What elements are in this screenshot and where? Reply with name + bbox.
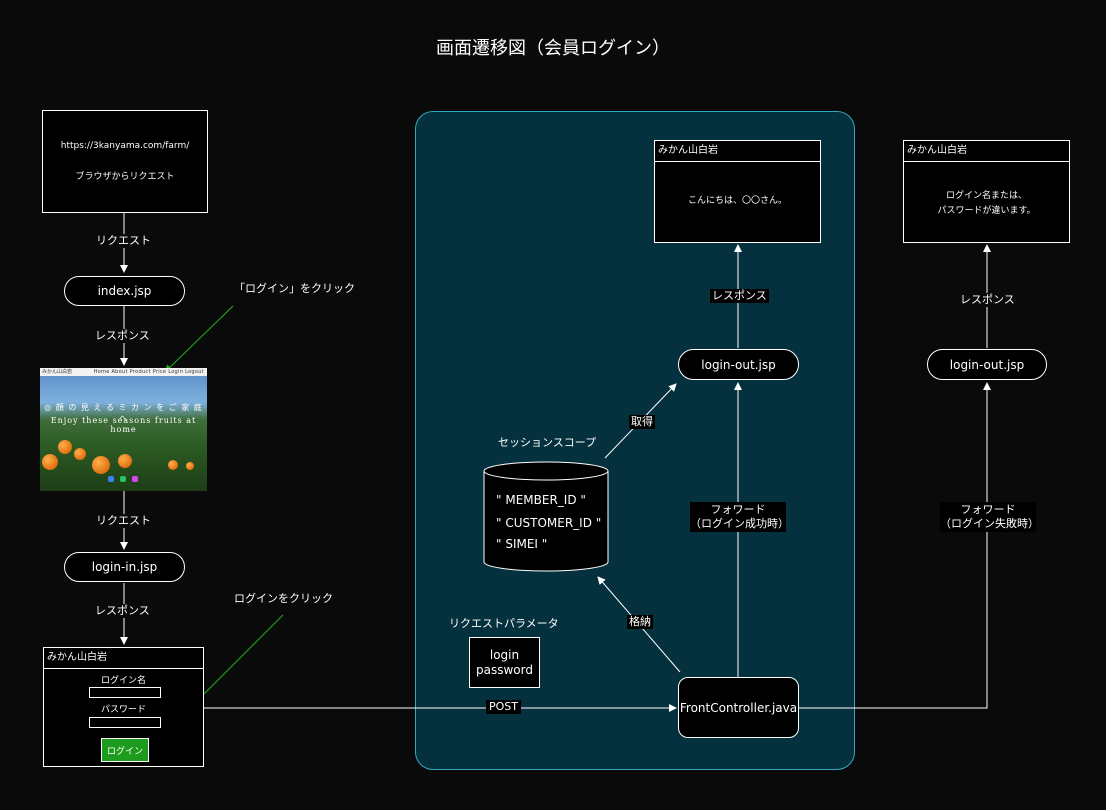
annotation-arrow-header [164, 305, 234, 373]
label-forward-success-line1: フォワード [710, 503, 766, 516]
success-message: こんにちは、〇〇さん。 [687, 196, 787, 206]
homepage-site-name: みかん山白岩 [42, 369, 73, 375]
node-login-out-jsp-success[interactable]: login-out.jsp [678, 349, 799, 380]
session-item-customer-id: " CUSTOMER_ID " [496, 516, 602, 530]
orange-fruit [118, 454, 132, 468]
label-get: 取得 [629, 415, 655, 429]
twitter-icon[interactable] [108, 476, 114, 482]
success-screen: みかん山白岩 こんにちは、〇〇さん。 [654, 140, 821, 243]
edge-frontcontroller-to-fail [798, 382, 991, 709]
login-form-screen: みかん山白岩 ログイン名 パスワード ログイン [43, 647, 204, 767]
label-forward-fail: フォワード （ログイン失敗時） [940, 502, 1039, 532]
line-icon[interactable] [120, 476, 126, 482]
homepage-preview[interactable]: みかん山白岩 Home About Product Price Login Lo… [40, 368, 207, 491]
password-input[interactable] [89, 717, 161, 728]
fail-screen: みかん山白岩 ログイン名または、 パスワードが違います。 [903, 140, 1070, 243]
homepage-nav: みかん山白岩 Home About Product Price Login Lo… [40, 368, 207, 376]
browser-caption: ブラウザからリクエスト [75, 172, 175, 182]
diagram-title: 画面遷移図（会員ログイン） [436, 38, 670, 59]
label-forward-fail-line1: フォワード [960, 503, 1016, 516]
fail-message-line1: ログイン名または、 [945, 191, 1027, 201]
label-forward-success-line2: （ログイン成功時） [690, 517, 789, 530]
login-submit-button[interactable]: ログイン [101, 738, 149, 762]
browser-request-box: https://3kanyama.com/farm/ ブラウザからリクエスト [42, 110, 208, 213]
node-login-out-jsp-fail[interactable]: login-out.jsp [927, 349, 1047, 380]
annotation-click-login-button: ログインをクリック [234, 592, 333, 606]
label-post: POST [486, 700, 521, 714]
request-param-login: login [489, 647, 520, 662]
session-scope-cylinder [483, 461, 609, 572]
node-frontcontroller-java[interactable]: FrontController.java [678, 677, 799, 738]
label-response-2: レスポンス [95, 604, 150, 618]
request-param-password: password [476, 662, 533, 677]
fail-screen-site-name: みかん山白岩 [904, 141, 1069, 162]
session-item-member-id: " MEMBER_ID " [496, 493, 586, 507]
orange-fruit [186, 462, 194, 470]
label-response-fail: レスポンス [960, 293, 1015, 307]
request-params-box: login password [469, 637, 540, 688]
request-params-label: リクエストパラメータ [449, 617, 559, 630]
orange-fruit [92, 456, 110, 474]
session-scope-label: セッションスコープ [498, 436, 597, 449]
login-name-label: ログイン名 [100, 676, 146, 686]
login-name-input[interactable] [89, 687, 161, 698]
label-forward-fail-line2: （ログイン失敗時） [940, 517, 1039, 530]
node-login-in-jsp[interactable]: login-in.jsp [64, 552, 185, 582]
instagram-icon[interactable] [132, 476, 138, 482]
login-form-site-name: みかん山白岩 [44, 648, 203, 669]
orange-fruit [74, 448, 86, 460]
node-index-jsp[interactable]: index.jsp [64, 276, 185, 306]
label-request-2: リクエスト [96, 514, 151, 528]
homepage-subline: Enjoy these seasons fruits at home [50, 416, 197, 434]
label-response-1: レスポンス [95, 329, 150, 343]
annotation-click-login-header: 「ログイン」をクリック [234, 282, 355, 296]
browser-url: https://3kanyama.com/farm/ [60, 141, 190, 151]
session-item-simei: " SIMEI " [496, 537, 548, 551]
label-forward-success: フォワード （ログイン成功時） [690, 502, 789, 532]
label-request-1: リクエスト [96, 234, 151, 248]
orange-fruit [42, 454, 58, 470]
fail-message-line2: パスワードが違います。 [937, 206, 1036, 216]
orange-fruit [168, 460, 178, 470]
password-label: パスワード [100, 705, 146, 715]
label-store: 格納 [627, 615, 653, 629]
success-screen-site-name: みかん山白岩 [655, 141, 820, 162]
label-response-success: レスポンス [710, 289, 769, 303]
orange-fruit [58, 440, 72, 454]
homepage-headline: ◎ 顔 の 見 え る ミ カ ン を ご 家 庭 へ [44, 403, 203, 423]
homepage-nav-items[interactable]: Home About Product Price Login Logout [93, 369, 204, 375]
